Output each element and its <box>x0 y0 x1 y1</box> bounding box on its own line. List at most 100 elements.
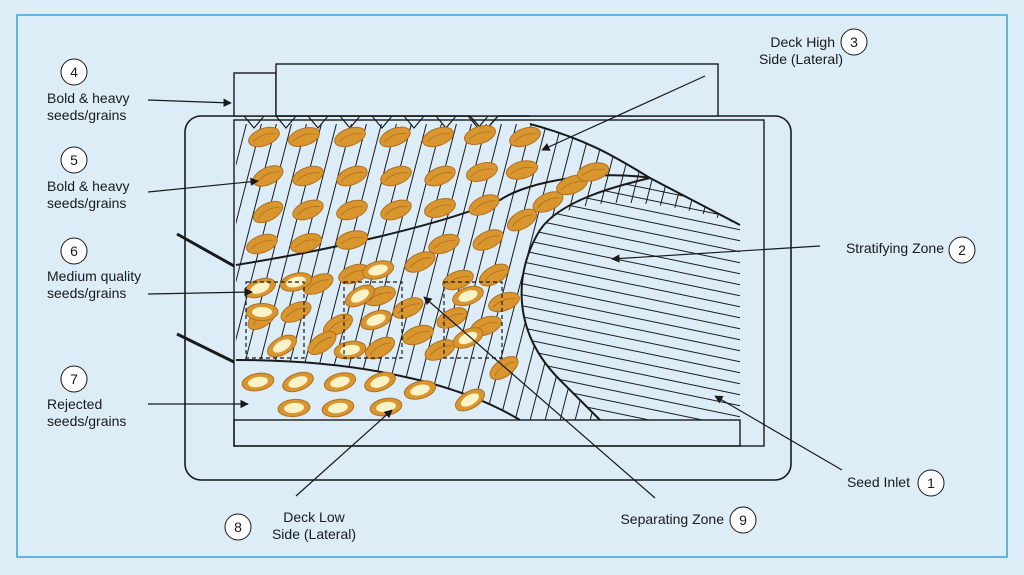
heavy-seed <box>424 198 456 218</box>
light-seed <box>267 334 297 358</box>
seed-kernel <box>410 384 430 396</box>
callout-4-line2: seeds/grains <box>47 107 126 123</box>
seed-kernel <box>458 331 478 345</box>
heavy-seed <box>576 162 610 182</box>
heavy-seed <box>252 200 284 224</box>
callout-6-line1: Medium quality <box>47 268 141 284</box>
hatch-line <box>464 175 551 420</box>
seed-hull <box>392 297 424 319</box>
callout-3-circle <box>840 28 868 56</box>
seed-crease <box>492 298 516 308</box>
seed-crease <box>384 172 408 182</box>
seed-hull <box>246 233 278 255</box>
seed-crease <box>441 313 464 325</box>
seed-crease <box>369 342 391 356</box>
heavy-seed <box>288 127 320 147</box>
seed-kernel <box>272 339 292 353</box>
callout-6-number: 6 <box>70 243 78 259</box>
heavy-seed <box>307 330 337 356</box>
arrow-3 <box>541 75 706 151</box>
seed-hull <box>404 251 436 273</box>
tooth <box>243 115 265 129</box>
seed-crease <box>384 205 408 216</box>
heavy-seed <box>380 199 412 221</box>
seed-crease <box>537 197 560 209</box>
seed-crease <box>296 205 320 216</box>
light-seed <box>241 372 275 392</box>
seed-hull <box>335 230 369 250</box>
seed-crease <box>429 345 452 357</box>
light-seed <box>364 371 396 393</box>
seed-hull <box>336 165 368 187</box>
heavy-seed <box>404 251 436 273</box>
hatch-line <box>236 175 281 420</box>
seed-hull <box>402 324 434 346</box>
seed-crease <box>432 240 456 250</box>
strat-line <box>521 285 740 349</box>
light-seed <box>455 388 485 412</box>
hatch-line <box>434 124 521 265</box>
seed-crease <box>285 307 308 319</box>
seed-crease <box>428 171 452 182</box>
heavy-seed <box>428 233 460 255</box>
seed-kernel <box>366 314 386 326</box>
callout-2-circle <box>948 236 976 264</box>
seed-hull <box>292 165 324 187</box>
callout-8-circle <box>224 513 252 541</box>
callout-1-number: 1 <box>927 475 935 491</box>
heavy-seed <box>292 165 324 187</box>
arrow-2 <box>611 245 821 263</box>
seed-crease <box>257 171 280 183</box>
callout-9-label: Separating Zone <box>620 511 724 527</box>
seed-crease <box>294 239 318 248</box>
seed-hull <box>532 191 564 213</box>
callout-2-label: Stratifying Zone <box>846 240 944 256</box>
hatch-line <box>236 175 296 420</box>
seed-kernel <box>328 402 348 414</box>
strat-line <box>521 296 740 360</box>
callout-6-line2: seeds/grains <box>47 285 126 301</box>
strat-line <box>521 318 740 382</box>
heavy-seed <box>468 194 500 216</box>
seed-kernel <box>340 344 360 356</box>
seed-hull <box>422 126 454 148</box>
seed-hull <box>380 199 412 221</box>
arrow-4 <box>147 98 232 107</box>
hatch-line <box>359 124 446 265</box>
seed-crease <box>397 303 420 315</box>
callout-2-number: 2 <box>958 242 966 258</box>
heavy-seed <box>505 160 539 180</box>
heavy-seed <box>424 165 456 187</box>
deck-base <box>233 419 741 447</box>
seed-hull <box>479 263 509 287</box>
hatch-line <box>479 124 566 265</box>
heavy-seed <box>252 165 284 187</box>
sample-box-2 <box>343 281 403 359</box>
sample-box-3 <box>443 281 503 359</box>
seed-hull <box>576 162 610 182</box>
heavy-seed <box>464 125 496 145</box>
hatch-line <box>509 124 596 265</box>
seed-hull <box>336 199 368 221</box>
feed-hopper <box>275 63 719 117</box>
callout-5-circle <box>60 146 88 174</box>
seed-hull <box>292 199 324 221</box>
seed-hull <box>379 126 411 148</box>
seed-crease <box>468 131 492 140</box>
callout-6-circle <box>60 237 88 265</box>
hatch-line <box>236 124 296 265</box>
seed-crease <box>368 292 392 302</box>
light-seed <box>245 303 279 321</box>
seed-crease <box>473 200 496 212</box>
heavy-seed <box>365 336 395 360</box>
heavy-seed <box>335 230 369 250</box>
seed-crease <box>470 168 494 177</box>
seed-crease <box>292 133 316 142</box>
heavy-seed <box>380 165 412 187</box>
seed-hull <box>290 233 322 253</box>
hatch-line <box>344 124 431 265</box>
seed-crease <box>296 172 320 182</box>
seed-crease <box>250 240 274 250</box>
seed-hull <box>428 233 460 255</box>
hatch-line <box>236 124 311 265</box>
